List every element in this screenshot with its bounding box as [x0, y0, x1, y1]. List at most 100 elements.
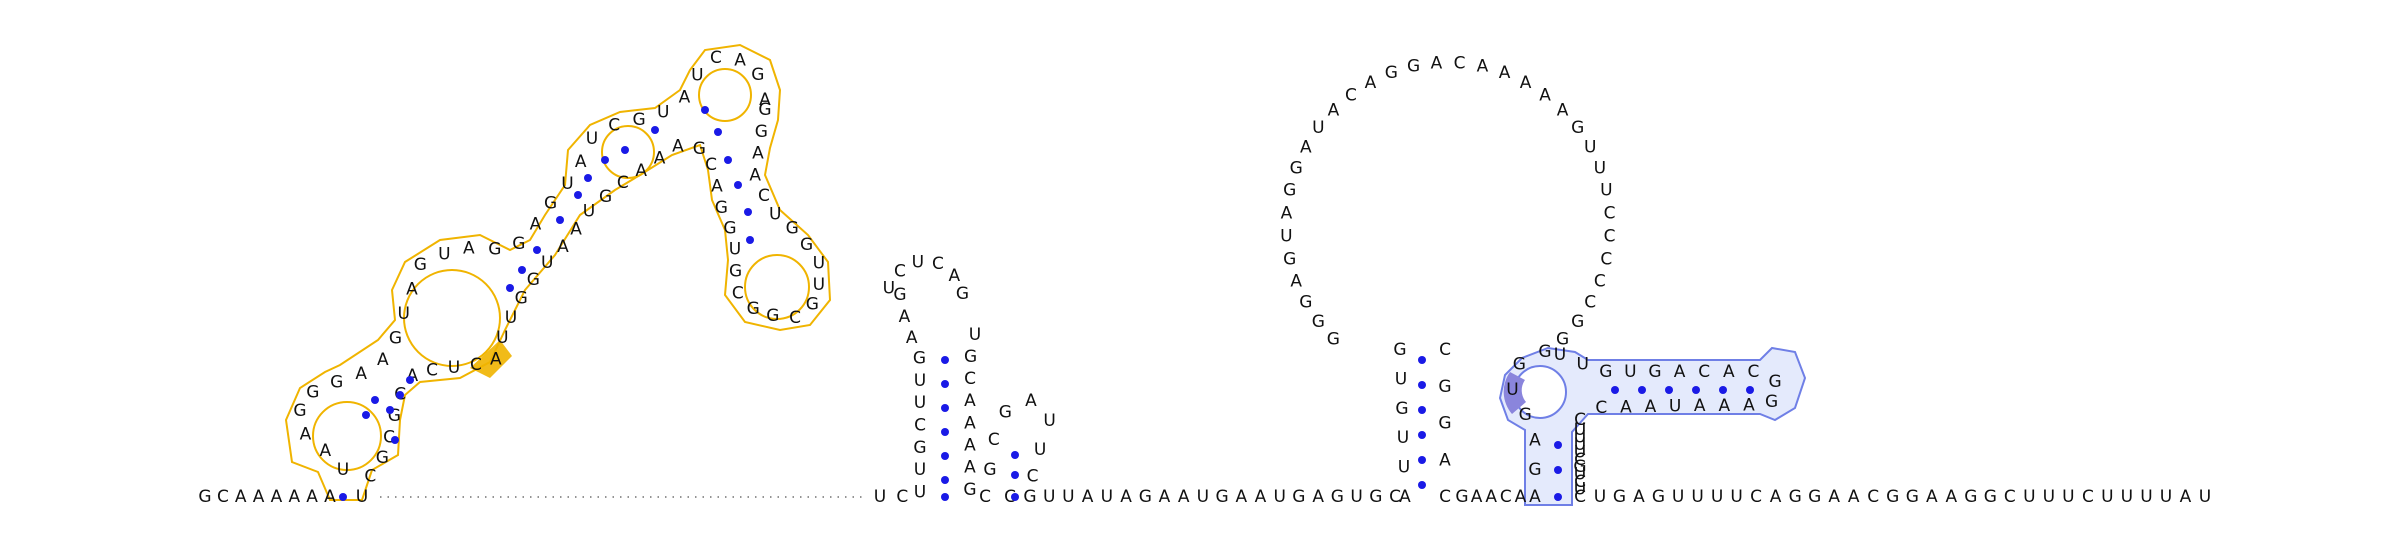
hairpin-1-base: A — [300, 425, 312, 445]
hairpin-1-base: A — [377, 350, 389, 370]
five-prime-tail-base: A — [324, 487, 336, 507]
base-pair-dot — [1418, 456, 1426, 464]
hairpin-3-base: C — [1004, 487, 1016, 507]
linker-base: U — [1101, 487, 1113, 507]
hairpin-5-base: C — [1574, 410, 1586, 430]
linker-base: G — [1292, 487, 1305, 507]
linker-2-base: A — [1471, 487, 1483, 507]
hairpin-2-base: U — [914, 482, 926, 502]
hairpin-1-base: G — [414, 255, 427, 275]
base-pair-dot — [1418, 356, 1426, 364]
hairpin-4-stem-base: U — [1398, 458, 1410, 478]
hairpin-1-base: A — [319, 441, 331, 461]
hairpin-2-loop-base: G — [956, 284, 969, 304]
hairpin-5-base: G — [1513, 354, 1526, 374]
hairpin-1-base: A — [575, 152, 587, 172]
linker-base: G — [1139, 487, 1152, 507]
orange-internal-loop-1 — [403, 269, 501, 367]
hairpin-3-base: G — [999, 403, 1012, 423]
hairpin-1-base: G — [376, 448, 389, 468]
hairpin-4-loop-base: G — [1556, 330, 1569, 350]
hairpin-1-base: A — [759, 90, 771, 110]
hairpin-2-base: C — [964, 369, 976, 389]
hairpin-4-stem-base: C — [1439, 487, 1451, 507]
hairpin-2-base: A — [964, 458, 976, 478]
three-prime-tail-base: C — [1750, 487, 1762, 507]
hairpin-1-base: C — [383, 428, 395, 448]
hairpin-5-base: A — [1743, 395, 1755, 415]
hairpin-1-base: A — [752, 144, 764, 164]
hairpin-5-base: C — [1698, 362, 1710, 382]
hairpin-4-loop-base: G — [1407, 57, 1420, 77]
base-pair-dot — [941, 380, 949, 388]
orange-internal-loop-2 — [601, 125, 655, 179]
linker-base: A — [1082, 487, 1094, 507]
hairpin-5-base: G — [1648, 362, 1661, 382]
three-prime-tail-base: U — [1672, 487, 1684, 507]
base-pair-dot — [406, 376, 414, 384]
three-prime-tail-base: A — [1770, 487, 1782, 507]
linker-base: A — [1312, 487, 1324, 507]
hairpin-1-base: G — [330, 373, 343, 393]
hairpin-1-base: A — [679, 88, 691, 108]
base-pair-dot — [506, 284, 514, 292]
base-pair-dot — [533, 246, 541, 254]
five-prime-tail-base: A — [306, 487, 318, 507]
hairpin-2-loop-base: U — [912, 253, 924, 273]
base-pair-dot — [518, 266, 526, 274]
three-prime-tail-base: U — [1730, 487, 1742, 507]
hairpin-4-loop-base: C — [1584, 293, 1596, 313]
hairpin-5-base: G — [1519, 405, 1532, 425]
blue-outline-path — [1498, 346, 1807, 506]
base-pair-dot — [1011, 451, 1019, 459]
base-pair-dot — [1665, 386, 1673, 394]
linker-base: U — [1043, 487, 1055, 507]
hairpin-1-base: A — [672, 136, 684, 156]
hairpin-1-base: U — [448, 358, 460, 378]
hairpin-1-base: U — [496, 328, 508, 348]
hairpin-1-base: A — [711, 176, 723, 196]
hairpin-4-loop-base: G — [1571, 312, 1584, 332]
hairpin-5-base: G — [1573, 457, 1586, 477]
orange-hairpin-loop-right — [744, 254, 810, 320]
hairpin-2-base: C — [979, 487, 991, 507]
hairpin-1-base: G — [544, 194, 557, 214]
hairpin-4-stem-base: U — [1395, 369, 1407, 389]
linker-2-base: A — [1515, 487, 1527, 507]
hairpin-5-base: U — [1554, 345, 1566, 365]
hairpin-3-base: C — [1027, 467, 1039, 487]
base-pair-dot — [574, 191, 582, 199]
linker-base: C — [1389, 487, 1401, 507]
hairpin-4-stem-base: G — [1395, 399, 1408, 419]
hairpin-4-loop-base: A — [1557, 100, 1569, 120]
linker-2-base: C — [1500, 487, 1512, 507]
hairpin-1-base: G — [747, 299, 760, 319]
hairpin-5-base: A — [1723, 362, 1735, 382]
base-pair-dot — [651, 126, 659, 134]
five-prime-tail-base: G — [198, 487, 211, 507]
base-pair-dot — [1719, 386, 1727, 394]
hairpin-3-base: C — [988, 430, 1000, 450]
hairpin-1-base: G — [527, 270, 540, 290]
hairpin-1-base: U — [505, 308, 517, 328]
hairpin-4-loop-base: A — [1300, 137, 1312, 157]
hairpin-1-base: U — [813, 253, 825, 273]
hairpin-4-loop-base: U — [1584, 137, 1596, 157]
base-pair-dot — [1692, 386, 1700, 394]
linker-base: U — [1062, 487, 1074, 507]
hairpin-5-base: A — [1674, 362, 1686, 382]
hairpin-4-loop-base: C — [1604, 203, 1616, 223]
linker-base: G — [1331, 487, 1344, 507]
base-pair-dot — [744, 208, 752, 216]
three-prime-tail-base: A — [1848, 487, 1860, 507]
hairpin-2-base: G — [913, 438, 926, 458]
three-prime-tail-base: U — [2199, 487, 2211, 507]
hairpin-1-base: U — [337, 460, 349, 480]
hairpin-4-loop-base: A — [1520, 73, 1532, 93]
hairpin-1-base: U — [657, 102, 669, 122]
hairpin-5-base: U — [1574, 435, 1586, 455]
hairpin-4-loop-base: A — [1539, 85, 1551, 105]
hairpin-1-base: C — [758, 186, 770, 206]
